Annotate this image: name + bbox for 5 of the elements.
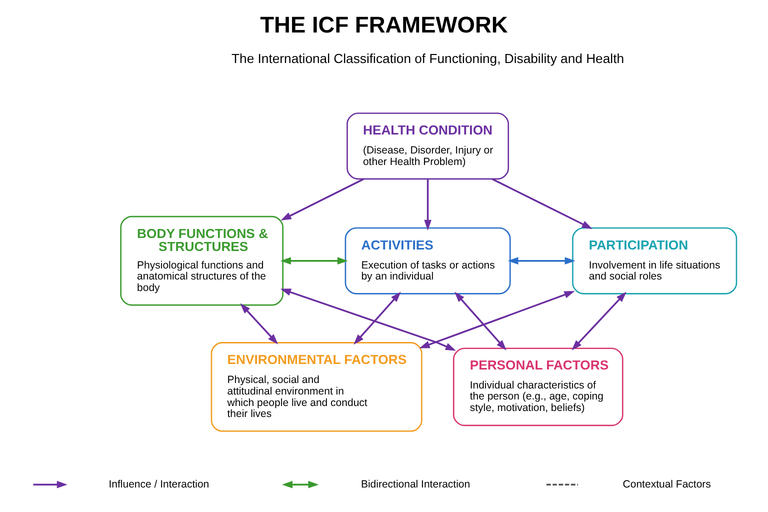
legend-label: Bidirectional Interaction [360, 478, 470, 490]
diagram-title: THE ICF FRAMEWORK [260, 12, 508, 38]
legend-label: Influence / Interaction [108, 478, 209, 490]
label: The International Classification of Functioning, Disability and Health [231, 50, 624, 66]
legend-label: Contextual Factors [622, 478, 710, 490]
